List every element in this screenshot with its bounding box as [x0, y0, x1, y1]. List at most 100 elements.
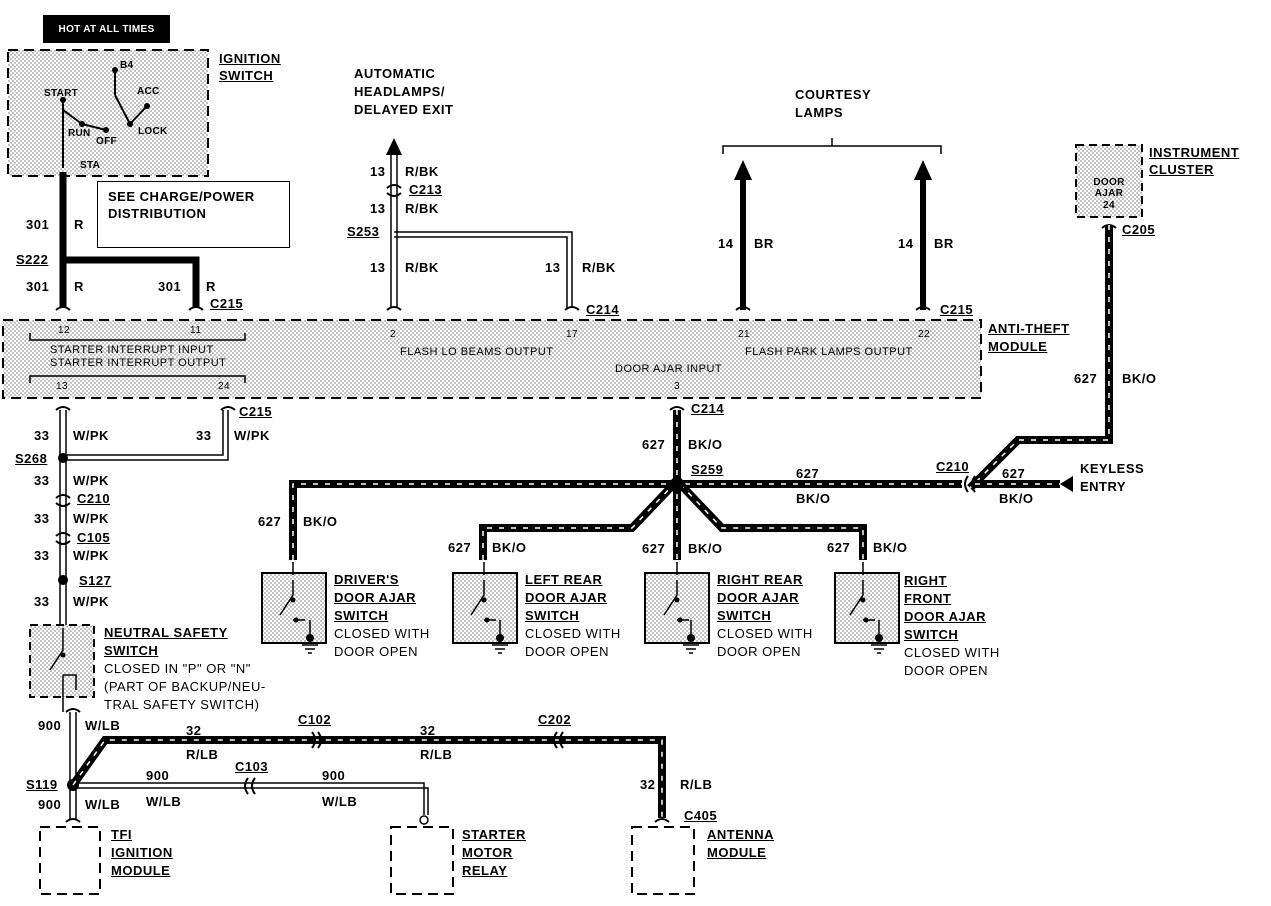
tfi-module-l1: TFI	[111, 827, 132, 842]
instrument-cluster-box	[1075, 144, 1143, 218]
starter-interrupt-output: STARTER INTERRUPT OUTPUT	[50, 357, 227, 369]
anti-theft-title-1: ANTI-THEFT	[988, 321, 1070, 336]
wire-33-num-c: 33	[34, 473, 50, 488]
wire-627-color-keyless: BK/O	[999, 491, 1034, 506]
wire-627-num-driver: 627	[258, 514, 282, 529]
wire-13-color-a: R/BK	[405, 164, 439, 179]
right-front-switch-l6: DOOR OPEN	[904, 663, 988, 678]
tfi-module-l2: IGNITION	[111, 845, 173, 860]
neutral-switch-desc-1: CLOSED IN "P" OR "N"	[104, 661, 251, 676]
wire-33-wpk	[59, 410, 229, 625]
ground-symbols	[302, 644, 887, 654]
wire-14-num-a: 14	[718, 236, 734, 251]
anti-theft-title-2: MODULE	[988, 339, 1048, 354]
pin-13: 13	[56, 381, 69, 392]
connector-c102: C102	[298, 712, 332, 727]
wire-627-color-left-rear: BK/O	[492, 540, 527, 555]
arrow-keyless-entry	[1060, 476, 1073, 492]
wire-627-cluster	[967, 225, 1113, 491]
dest-keyless-1: KEYLESS	[1080, 461, 1145, 476]
cluster-inner-1: DOOR	[1093, 177, 1125, 188]
driver-switch-l4: CLOSED WITH	[334, 626, 430, 641]
ign-pos-start: START	[44, 88, 79, 99]
cluster-inner-2: AJAR	[1094, 188, 1124, 199]
ign-pos-off: OFF	[96, 136, 117, 147]
wire-900-color-b: W/LB	[146, 794, 182, 809]
left-rear-switch-l4: CLOSED WITH	[525, 626, 621, 641]
wire-13-rbk	[390, 155, 573, 308]
ignition-switch-contacts	[62, 70, 148, 168]
connector-c214-bottom-mark	[669, 406, 685, 411]
connector-c210-keyless: C210	[936, 459, 970, 474]
neutral-connector-mark	[65, 708, 81, 713]
right-rear-switch-l3: SWITCH	[717, 608, 772, 623]
pin-24: 24	[218, 381, 231, 392]
neutral-switch-desc-3: TRAL SAFETY SWITCH)	[104, 697, 260, 712]
wire-627-num-left-rear: 627	[448, 540, 472, 555]
wire-33-num-b: 33	[196, 428, 212, 443]
wire-627-num-cluster: 627	[1074, 371, 1098, 386]
right-rear-switch-l5: DOOR OPEN	[717, 644, 801, 659]
wire-627-color-driver: BK/O	[303, 514, 338, 529]
connector-c210-left-mark	[55, 494, 71, 507]
pin-12: 12	[58, 325, 71, 336]
right-front-switch-l1: RIGHT	[904, 573, 947, 588]
connector-c215-top-marks	[55, 306, 931, 311]
wire-13-num-b: 13	[370, 201, 386, 216]
tfi-module-l3: MODULE	[111, 863, 171, 878]
note-line-1: SEE CHARGE/POWER	[108, 189, 255, 204]
cluster-inner-pin: 24	[1103, 200, 1115, 211]
wire-301-color-c: R	[206, 279, 216, 294]
ign-pos-lock: LOCK	[138, 126, 168, 137]
anti-theft-module-box	[2, 319, 982, 399]
wire-900-num-a: 900	[38, 718, 62, 733]
driver-switch-l1: DRIVER'S	[334, 572, 399, 587]
wire-301-num-c: 301	[158, 279, 182, 294]
splice-s127-dot	[58, 575, 68, 585]
pin-17: 17	[566, 329, 579, 340]
splice-s259: S259	[691, 462, 724, 477]
door-ajar-input: DOOR AJAR INPUT	[615, 363, 723, 375]
connector-c213: C213	[409, 182, 443, 197]
connector-c105: C105	[77, 530, 111, 545]
left-rear-switch-l2: DOOR AJAR	[525, 590, 608, 605]
wire-33-num-e: 33	[34, 548, 50, 563]
splice-s268-dot	[58, 453, 68, 463]
wire-627-color-right-rear: BK/O	[688, 541, 723, 556]
wire-627-num-keyless: 627	[1002, 466, 1026, 481]
right-front-switch-l3: DOOR AJAR	[904, 609, 987, 624]
wire-32-color-c: R/LB	[680, 777, 713, 792]
wire-900-num-c: 900	[322, 768, 346, 783]
pin-22: 22	[918, 329, 931, 340]
starter-relay-l3: RELAY	[462, 863, 508, 878]
wire-33-num-d: 33	[34, 511, 50, 526]
wire-32-color-a: R/LB	[186, 747, 219, 762]
right-rear-switch-l4: CLOSED WITH	[717, 626, 813, 641]
connector-c210-right-mark	[964, 475, 976, 493]
wire-13-color-b: R/BK	[405, 201, 439, 216]
neutral-switch-symbol	[49, 628, 77, 712]
right-front-switch-l5: CLOSED WITH	[904, 645, 1000, 660]
dest-courtesy-2: LAMPS	[795, 105, 843, 120]
connector-c215-bottom: C215	[239, 404, 273, 419]
wire-900-num-d: 900	[38, 797, 62, 812]
neutral-switch-title-2: SWITCH	[104, 643, 159, 658]
antenna-module-l2: MODULE	[707, 845, 767, 860]
wire-13-color-c: R/BK	[405, 260, 439, 275]
module-internal-brackets	[29, 333, 246, 383]
wire-900-num-b: 900	[146, 768, 170, 783]
right-rear-switch-l2: DOOR AJAR	[717, 590, 800, 605]
wire-32-rlb	[69, 736, 666, 818]
wire-900-color-c: W/LB	[322, 794, 358, 809]
wire-627-num-right-front: 627	[827, 540, 851, 555]
connector-c103: C103	[235, 759, 269, 774]
hot-at-all-times-label: HOT AT ALL TIMES	[43, 15, 170, 43]
wire-301-num-b: 301	[26, 279, 50, 294]
wire-627-color-c214: BK/O	[688, 437, 723, 452]
wire-14-num-b: 14	[898, 236, 914, 251]
pin-2: 2	[390, 329, 397, 340]
arrow-courtesy-right	[914, 160, 932, 180]
splice-s253: S253	[347, 224, 380, 239]
instrument-cluster-title-2: CLUSTER	[1149, 162, 1214, 177]
